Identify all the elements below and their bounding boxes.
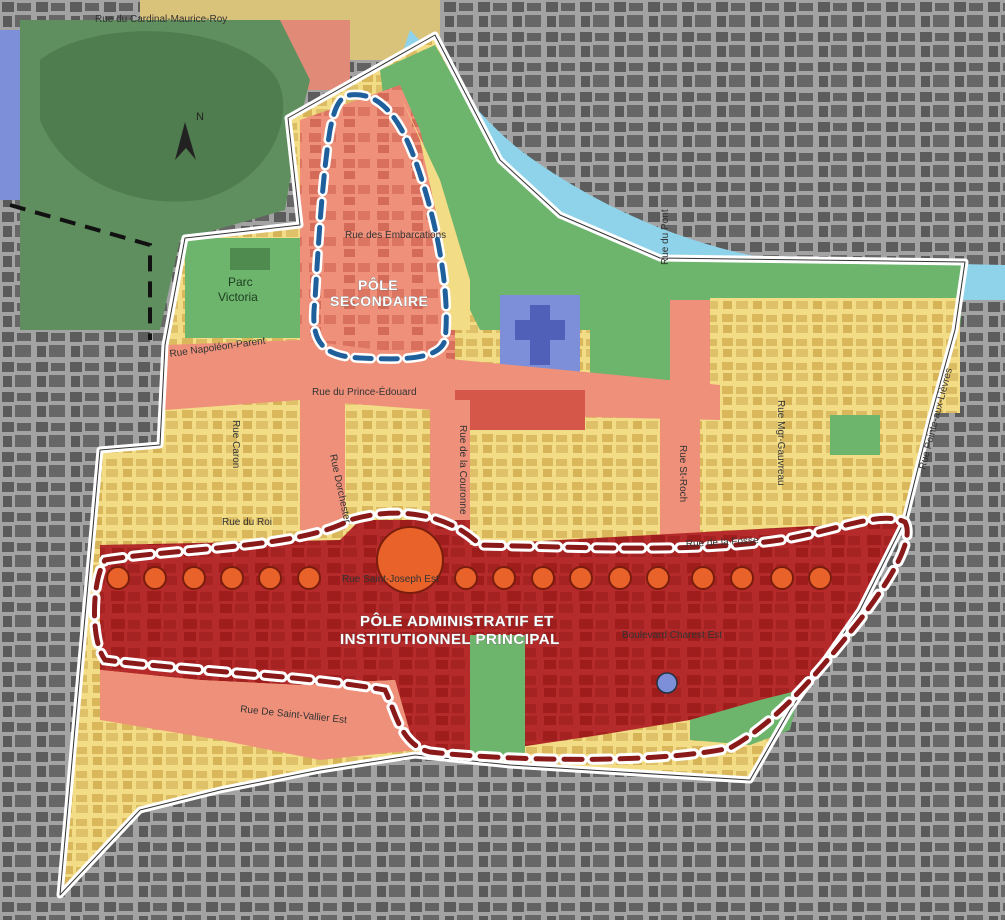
- activity-node[interactable]: [220, 566, 244, 590]
- activity-node[interactable]: [454, 566, 478, 590]
- street-label: Rue de la Fosse: [686, 535, 760, 550]
- activity-node[interactable]: [608, 566, 632, 590]
- secondary-pole-outline-stroke: [311, 92, 449, 362]
- street-label: Rue du Cardinal-Maurice-Roy: [95, 14, 227, 25]
- activity-node[interactable]: [143, 566, 167, 590]
- activity-node[interactable]: [106, 566, 130, 590]
- street-label: Rue Mgr-Gauvreau: [775, 400, 786, 486]
- main-pole-outline-stroke: [92, 510, 910, 762]
- saint-joseph-node-chain: [106, 526, 832, 594]
- park-label-line1: Parc: [228, 275, 253, 289]
- street-label: Boulevard Charest Est: [622, 630, 722, 641]
- park-building: [230, 248, 270, 270]
- activity-node[interactable]: [492, 566, 516, 590]
- park-label-line2: Victoria: [218, 290, 258, 304]
- street-label: Rue du Pont: [660, 209, 671, 265]
- activity-node[interactable]: [258, 566, 282, 590]
- mixed-street-pont: [660, 385, 700, 535]
- street-label: Rue Saint-Joseph Est: [342, 574, 439, 585]
- institution-point[interactable]: [656, 672, 678, 694]
- activity-node[interactable]: [808, 566, 832, 590]
- main-activity-node[interactable]: [376, 526, 444, 594]
- activity-node[interactable]: [531, 566, 555, 590]
- mixed-street-couronne: [430, 400, 470, 530]
- activity-node[interactable]: [730, 566, 754, 590]
- activity-node[interactable]: [646, 566, 670, 590]
- east-park: [830, 415, 880, 455]
- east-residential-block: [710, 298, 960, 413]
- activity-node[interactable]: [569, 566, 593, 590]
- yellow-strip: [590, 300, 670, 380]
- north-arrow-icon: N: [175, 111, 204, 160]
- green-strip-central: [470, 635, 525, 755]
- green-strip-east: [690, 690, 800, 745]
- street-label: Rue des Embarcations: [345, 230, 446, 241]
- secondary-pole-yellow-edge: [400, 95, 470, 330]
- activity-node[interactable]: [691, 566, 715, 590]
- mixed-street-dorchester: [300, 400, 345, 530]
- activity-node[interactable]: [297, 566, 321, 590]
- activity-node[interactable]: [182, 566, 206, 590]
- street-label: Rue St-Roch: [677, 445, 688, 502]
- mixed-strip-east: [670, 300, 710, 385]
- north-arrow-label: N: [196, 111, 204, 123]
- institution-cross-icon: [515, 305, 565, 365]
- street-label: Rue du Roi: [222, 517, 272, 528]
- mixed-block-red: [455, 390, 585, 430]
- main-pole-label-line1: PÔLE ADMINISTRATIF ET: [360, 612, 554, 630]
- mixed-band-south: [100, 670, 415, 760]
- secondary-pole-label-line1: PÔLE: [358, 276, 398, 293]
- district-boundary-outline: [59, 34, 966, 896]
- district-dashed-line: [9, 203, 152, 340]
- secondary-pole-label-line2: SECONDAIRE: [330, 293, 428, 309]
- riverside-park: [380, 45, 965, 330]
- street-label: Rue du Prince-Édouard: [312, 385, 417, 398]
- street-label: Rue Caron: [230, 420, 241, 468]
- activity-node[interactable]: [770, 566, 794, 590]
- plains-park-inner: [40, 31, 284, 202]
- street-label: Rue de la Couronne: [457, 425, 468, 515]
- main-pole-label-line2: INSTITUTIONNEL PRINCIPAL: [340, 631, 560, 648]
